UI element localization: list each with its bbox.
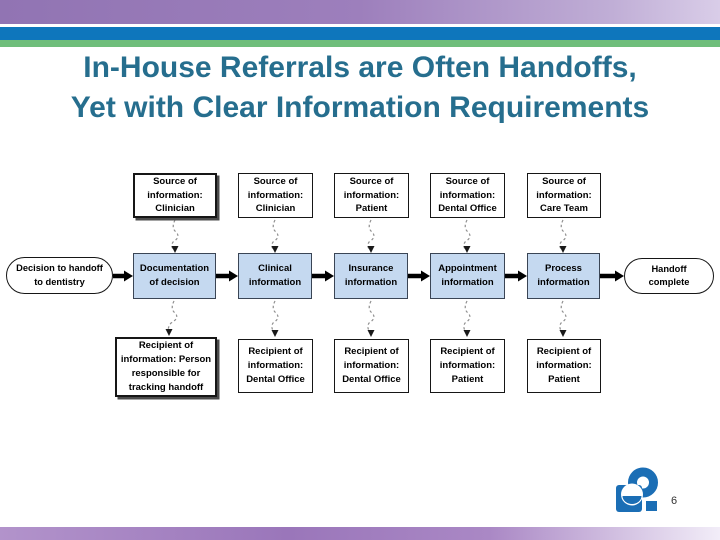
recipient-box-3: Recipient of information: Dental Office: [334, 339, 409, 393]
recipient-box-5: Recipient of information: Patient: [527, 339, 601, 393]
process-box-4: Appointment information: [430, 253, 505, 299]
title-line-1: In-House Referrals are Often Handoffs,: [83, 51, 637, 84]
title-line-2: Yet with Clear Information Requirements: [70, 90, 650, 124]
source-box-5: Source of information: Care Team: [527, 173, 601, 218]
recipient-box-4: Recipient of information: Patient: [430, 339, 505, 393]
recipient-box-1: Recipient of information: Person respons…: [115, 337, 217, 397]
process-box-3: Insurance information: [334, 253, 408, 299]
process-box-1: Documentation of decision: [133, 253, 216, 299]
process-box-5: Process information: [527, 253, 600, 299]
source-box-2: Source of information: Clinician: [238, 173, 313, 218]
end-oval: Handoff complete: [624, 258, 714, 294]
top-band-purple: [0, 0, 720, 24]
source-box-3: Source of information: Patient: [334, 173, 409, 218]
page-number: 6: [671, 495, 678, 507]
source-box-4: Source of information: Dental Office: [430, 173, 505, 218]
top-band-blue: [0, 27, 720, 40]
top-band-green: [0, 40, 720, 47]
start-oval: Decision to handoff to dentistry: [6, 257, 113, 294]
process-box-2: Clinical information: [238, 253, 312, 299]
slide-title: In-House Referrals are Often Handoffs, Y…: [0, 48, 720, 128]
bottom-band-purple: [0, 527, 720, 540]
ahrq-logo-icon: [616, 467, 658, 512]
source-box-1: Source of information: Clinician: [133, 173, 217, 218]
recipient-box-2: Recipient of information: Dental Office: [238, 339, 313, 393]
